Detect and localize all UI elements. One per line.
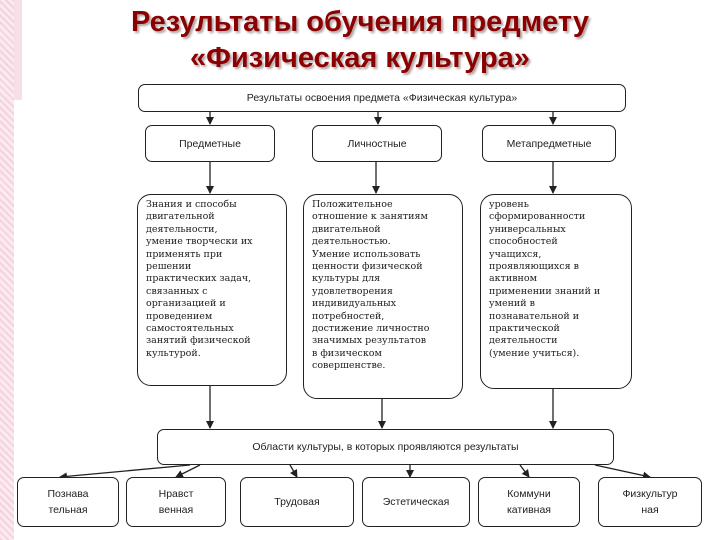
slide-title-line: «Физическая культура» (190, 42, 530, 74)
connector-area-6 (594, 464, 651, 480)
slide-title-line: Результаты обучения предмету (131, 6, 589, 38)
area-box-aesthetic: Эстетическая (362, 477, 470, 527)
description-line: занятий физической (146, 335, 251, 347)
description-line: потребностей, (312, 310, 385, 322)
area-label: Физкультур (622, 488, 678, 500)
description-line: универсальных (489, 223, 566, 235)
area-label: тельная (48, 504, 88, 516)
area-label: Трудовая (274, 496, 320, 508)
description-box-metasubject: уровень сформированности универсальных с… (480, 194, 632, 389)
description-line: связанных с (146, 285, 208, 297)
description-line: ценности физической (312, 261, 423, 273)
area-label: Нравст (158, 488, 194, 500)
description-line: удовлетворения (312, 285, 393, 297)
description-line: культурой. (146, 347, 201, 359)
connector-area-5 (519, 464, 530, 478)
description-line: умение творчески их (146, 236, 253, 248)
category-box-subject: Предметные (145, 125, 275, 162)
description-line: достижение личностно (312, 323, 430, 335)
area-label: Познава (47, 488, 89, 500)
area-box-cognitive: Познава тельная (17, 477, 119, 527)
description-line: применять при (146, 248, 223, 260)
description-line: Умение использовать (312, 248, 421, 260)
description-box-subject: Знания и способы двигательной деятельнос… (137, 194, 287, 386)
areas-box: Области культуры, в которых проявляются … (157, 429, 614, 465)
description-line: умений в (489, 298, 535, 310)
description-line: (умение учиться). (489, 347, 580, 359)
description-line: способностей (489, 236, 558, 248)
description-line: в физическом (312, 347, 382, 359)
decorative-stripe-accent (14, 0, 22, 100)
area-label: венная (158, 504, 194, 516)
top-results-box: Результаты освоения предмета «Физическая… (138, 84, 626, 112)
description-line: активном (489, 273, 537, 285)
area-box-moral: Нравст венная (126, 477, 226, 527)
description-line: отношение к занятиям (312, 211, 428, 223)
description-line: практической (489, 323, 560, 335)
areas-label: Области культуры, в которых проявляются … (252, 441, 519, 453)
area-label: Коммуни (507, 488, 551, 500)
decorative-stripe (0, 0, 14, 540)
description-line: проявляющихся в (489, 261, 579, 273)
description-line: Положительное (312, 199, 393, 210)
category-label: Предметные (179, 137, 241, 150)
description-box-personal: Положительное отношение к занятиям двига… (303, 194, 463, 399)
description-line: Знания и способы (146, 199, 237, 210)
description-line: деятельности (489, 335, 558, 347)
description-line: совершенстве. (312, 360, 386, 372)
description-line: организацией и (146, 298, 226, 310)
description-line: познавательной и (489, 310, 580, 322)
connector-area-1 (59, 464, 191, 481)
area-label: Эстетическая (382, 496, 450, 508)
category-label: Личностные (347, 137, 407, 150)
description-line: применении знаний и (489, 285, 601, 297)
description-line: двигательной (312, 223, 381, 235)
area-label: ная (641, 504, 659, 516)
description-line: сформированности (489, 211, 586, 223)
description-line: проведением (146, 310, 213, 322)
category-label: Метапредметные (506, 137, 592, 150)
description-line: деятельностью. (312, 236, 391, 248)
description-line: индивидуальных (312, 298, 397, 310)
top-results-label: Результаты освоения предмета «Физическая… (246, 92, 518, 104)
description-line: уровень (489, 199, 529, 210)
description-line: двигательной (146, 211, 215, 223)
description-line: практических задач, (146, 273, 252, 285)
description-line: решении (146, 261, 192, 273)
description-line: самостоятельных (146, 323, 234, 335)
description-line: значимых результатов (312, 335, 427, 347)
connector-area-2 (175, 464, 201, 478)
area-box-communicative: Коммуни кативная (478, 477, 580, 527)
slide-title: Результаты обучения предмету «Физическая… (0, 4, 720, 76)
description-line: деятельности, (146, 223, 218, 235)
connector-area-3 (289, 464, 298, 478)
area-label: кативная (506, 504, 551, 516)
category-box-metasubject: Метапредметные (482, 125, 616, 162)
area-box-physical: Физкультур ная (598, 477, 702, 527)
description-line: учащихся, (489, 248, 542, 260)
category-box-personal: Личностные (312, 125, 442, 162)
area-box-labor: Трудовая (240, 477, 354, 527)
description-line: культуры для (312, 273, 381, 285)
